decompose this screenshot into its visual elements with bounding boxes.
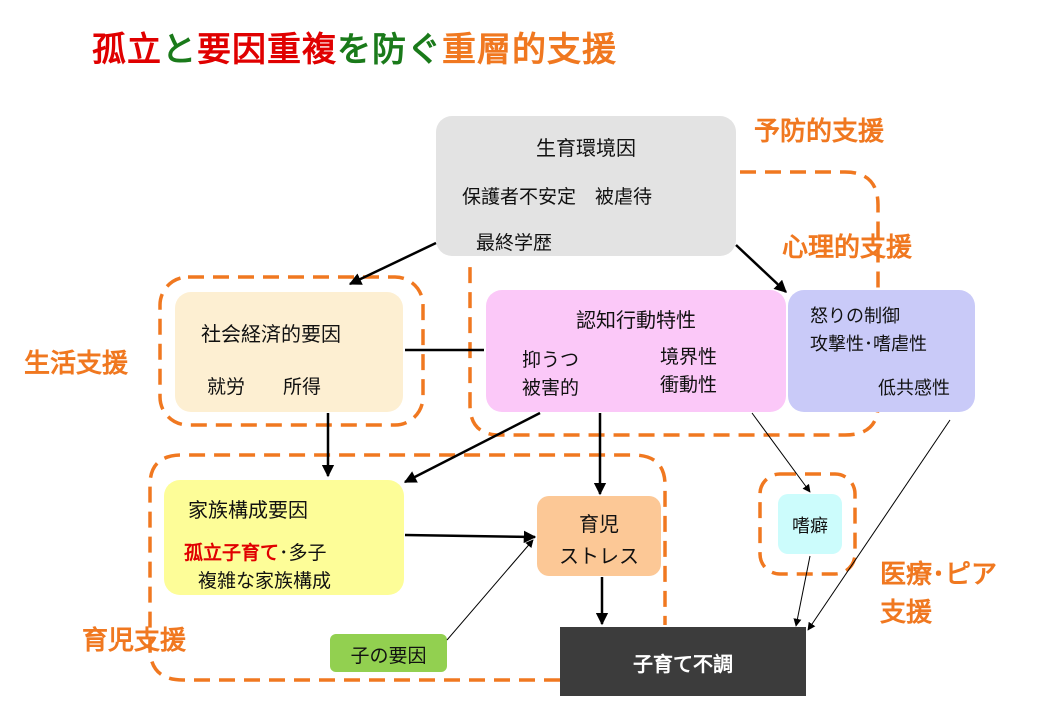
title-part-layered-support: 重層的支援	[442, 30, 617, 70]
cognitive-impulsivity: 衝動性	[660, 374, 718, 396]
cognitive-borderline: 境界性	[660, 346, 718, 368]
addiction-label: 嗜癖	[792, 516, 828, 537]
anger-control-line2: 攻撃性･嗜虐性	[810, 334, 927, 355]
title-part-isolation: 孤立	[92, 30, 162, 70]
childcare-stress-box: 育児 ストレス	[537, 496, 661, 576]
prevention-support-label: 予防的支援	[754, 117, 885, 147]
anger-control-box: 怒りの制御 攻撃性･嗜虐性 低共感性	[788, 290, 975, 412]
cognitive-behavior-title: 認知行動特性	[576, 308, 696, 332]
addiction-box: 嗜癖	[778, 494, 842, 554]
arrow-anger-to-difficulty	[807, 419, 951, 631]
arrow-child-factor-to-stress	[446, 539, 534, 641]
title-part-prevent: を防ぐ	[337, 30, 442, 70]
arrow-addiction-to-difficulty	[793, 555, 811, 627]
socioeconomic-factor-title: 社会経済的要因	[201, 322, 341, 346]
family-structure-title: 家族構成要因	[188, 498, 308, 522]
living-support-label: 生活支援	[24, 349, 129, 379]
child-factor-box: 子の要因	[330, 634, 447, 672]
anger-control-line3: 低共感性	[878, 378, 950, 399]
medical-peer-support-label-line2: 支援	[880, 598, 933, 628]
family-structure-line1: 孤立子育て･多子	[184, 538, 327, 565]
parenting-difficulty-label: 子育て不調	[633, 652, 733, 676]
psychological-support-label: 心理的支援	[782, 233, 913, 263]
addiction-support-region	[758, 472, 857, 576]
page-title: 孤立と要因重複を防ぐ重層的支援	[92, 22, 617, 71]
family-structure-line2: 複雑な家族構成	[198, 570, 332, 592]
arrow-cognitive-to-family	[403, 411, 541, 484]
childcare-stress-line2: ストレス	[559, 544, 639, 568]
living-support-region	[158, 275, 425, 427]
arrow-cognitive-to-addiction	[751, 412, 811, 493]
childcare-support-region	[148, 453, 667, 682]
title-part-to: と	[162, 30, 197, 70]
childcare-stress-line1: 育児	[579, 512, 619, 536]
child-factor-label: 子の要因	[350, 645, 427, 667]
family-structure-box: 家族構成要因 孤立子育て･多子 複雑な家族構成	[164, 480, 404, 595]
isolated-childcare-highlight: 孤立子育て	[184, 542, 280, 564]
many-children-text: ･多子	[279, 542, 327, 564]
upbringing-environment-line1: 保護者不安定 被虐待	[462, 186, 653, 208]
arrow-upbringing-to-anger	[735, 244, 787, 293]
title-part-overlap: 要因重複	[197, 30, 337, 70]
childcare-support-label: 育児支援	[82, 626, 187, 656]
cognitive-depression: 抑うつ	[522, 349, 580, 371]
upbringing-environment-title: 生育環境因	[536, 136, 636, 160]
arrow-family-to-stress	[404, 530, 537, 544]
upbringing-environment-box: 生育環境因 保護者不安定 被虐待 最終学歴	[436, 116, 736, 256]
socioeconomic-factor-box: 社会経済的要因 就労 所得	[175, 292, 403, 412]
psych-support-region	[468, 170, 880, 437]
anger-control-line1: 怒りの制御	[810, 306, 900, 327]
medical-peer-support-label-line1: 医療･ピア	[880, 560, 998, 590]
cognitive-victimization: 被害的	[522, 377, 580, 399]
upbringing-environment-line2: 最終学歴	[476, 232, 553, 254]
cognitive-behavior-box: 認知行動特性 抑うつ 被害的 境界性 衝動性	[486, 290, 786, 412]
arrow-upbringing-to-socioeconomic	[348, 241, 437, 286]
socioeconomic-factor-items: 就労 所得	[207, 376, 322, 398]
parenting-difficulty-box: 子育て不調	[560, 627, 806, 696]
